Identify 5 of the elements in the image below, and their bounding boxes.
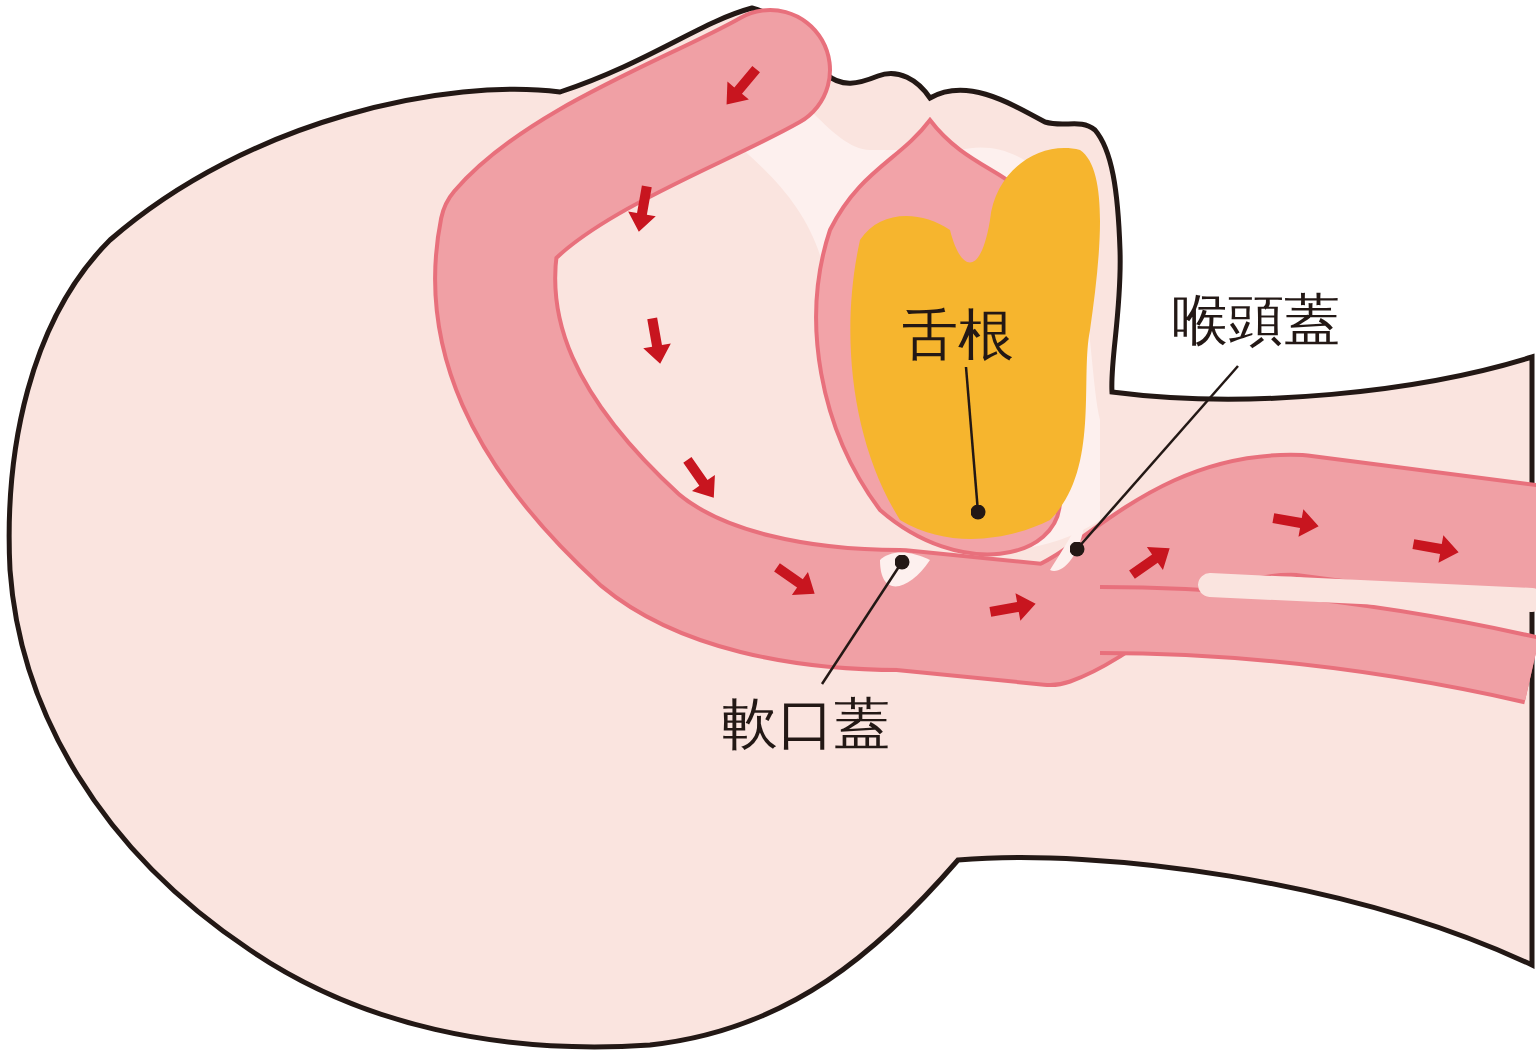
part-label: 軟口蓋 xyxy=(716,692,896,756)
leader-line xyxy=(964,366,986,520)
leader-line xyxy=(1069,365,1239,557)
part-label: 舌根 xyxy=(896,303,1020,367)
part-label: 喉頭蓋 xyxy=(1166,288,1346,352)
